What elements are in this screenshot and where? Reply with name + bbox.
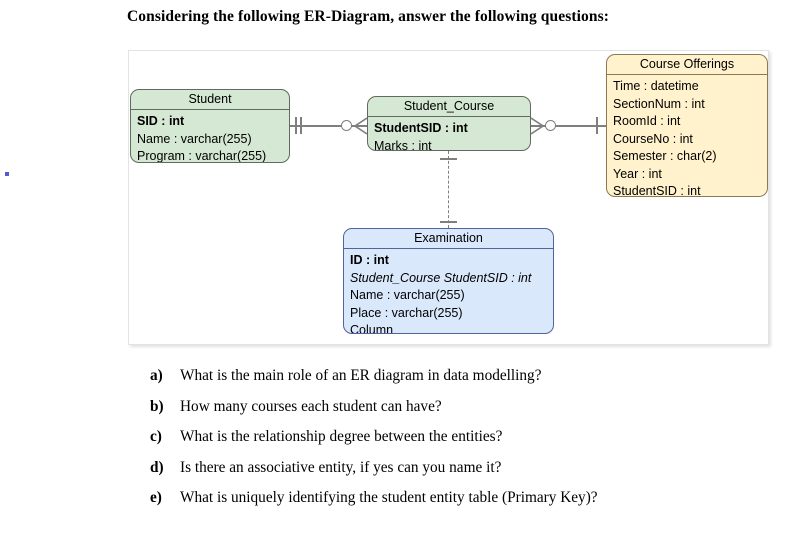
attribute-row: Semester : char(2) <box>613 149 717 163</box>
attribute-row: ID : int <box>350 253 389 267</box>
entity-examination-title: Examination <box>344 229 553 249</box>
entity-student-attributes: SID : int Name : varchar(255) Program : … <box>131 110 289 163</box>
question-label: b) <box>150 397 164 415</box>
question-item-b: b) How many courses each student can hav… <box>150 397 770 416</box>
question-text: What is the relationship degree between … <box>180 428 503 445</box>
entity-student[interactable]: Student SID : int Name : varchar(255) Pr… <box>130 89 290 163</box>
crowfoot-one-course-offerings <box>596 117 598 134</box>
entity-course-offerings-title: Course Offerings <box>607 55 767 75</box>
question-text: Is there an associative entity, if yes c… <box>180 458 502 476</box>
question-list: a) What is the main role of an ER diagra… <box>150 366 770 519</box>
question-text: How many courses each student can have? <box>180 397 442 415</box>
attribute-row: Program : varchar(255) <box>137 149 267 163</box>
crowfoot-many-student-course-right <box>531 117 543 135</box>
attribute-row: Name : varchar(255) <box>350 288 465 302</box>
entity-student-course[interactable]: Student_Course StudentSID : int Marks : … <box>367 96 531 151</box>
attribute-row: Marks : int <box>374 138 432 151</box>
entity-course-offerings[interactable]: Course Offerings Time : datetime Section… <box>606 54 768 197</box>
entity-student-course-attributes: StudentSID : int Marks : int <box>368 117 530 151</box>
crowfoot-one-student-course-bottom <box>440 158 457 160</box>
question-text: What is the main role of an ER diagram i… <box>180 367 542 384</box>
question-item-c: c) What is the relationship degree betwe… <box>150 427 770 446</box>
entity-student-title: Student <box>131 90 289 110</box>
attribute-row: SID : int <box>137 114 185 128</box>
entity-examination[interactable]: Examination ID : int Student_Course Stud… <box>343 228 554 334</box>
attribute-row: Student_Course StudentSID : int <box>350 270 532 285</box>
question-item-a: a) What is the main role of an ER diagra… <box>150 366 770 385</box>
connector-student-course-examination <box>448 151 449 228</box>
question-label: e) <box>150 489 162 506</box>
attribute-row: Name : varchar(255) <box>137 131 252 146</box>
connector-student-student-course <box>290 125 367 127</box>
attribute-row: Time : datetime <box>613 79 699 93</box>
entity-examination-attributes: ID : int Student_Course StudentSID : int… <box>344 249 553 334</box>
entity-course-offerings-attributes: Time : datetime SectionNum : int RoomId … <box>607 75 767 197</box>
attribute-row: Place : varchar(255) <box>350 305 463 320</box>
crowfoot-one-student-b <box>300 117 302 134</box>
entity-student-course-title: Student_Course <box>368 97 530 117</box>
question-label: d) <box>150 458 164 476</box>
attribute-row: StudentSID : int <box>374 121 468 135</box>
question-text: What is uniquely identifying the student… <box>180 489 598 506</box>
crowfoot-many-student-course-left <box>355 117 367 135</box>
crowfoot-one-examination-top <box>440 221 457 223</box>
attribute-row: Year : int <box>613 166 662 181</box>
crowfoot-zero-student-course-left <box>341 120 352 131</box>
question-label: a) <box>150 367 163 384</box>
attribute-row: StudentSID : int <box>613 184 701 197</box>
question-item-e: e) What is uniquely identifying the stud… <box>150 488 770 507</box>
left-margin-artifact <box>5 172 9 176</box>
crowfoot-zero-course-offerings <box>545 120 556 131</box>
question-item-d: d) Is there an associative entity, if ye… <box>150 458 770 477</box>
crowfoot-one-student-a <box>295 117 297 134</box>
attribute-row: SectionNum : int <box>613 96 705 111</box>
question-label: c) <box>150 428 162 445</box>
attribute-row: CourseNo : int <box>613 131 693 146</box>
page-title: Considering the following ER-Diagram, an… <box>127 8 609 25</box>
attribute-row: RoomId : int <box>613 114 681 128</box>
connector-student-course-course-offerings <box>531 125 606 127</box>
attribute-row: Column <box>350 323 394 334</box>
